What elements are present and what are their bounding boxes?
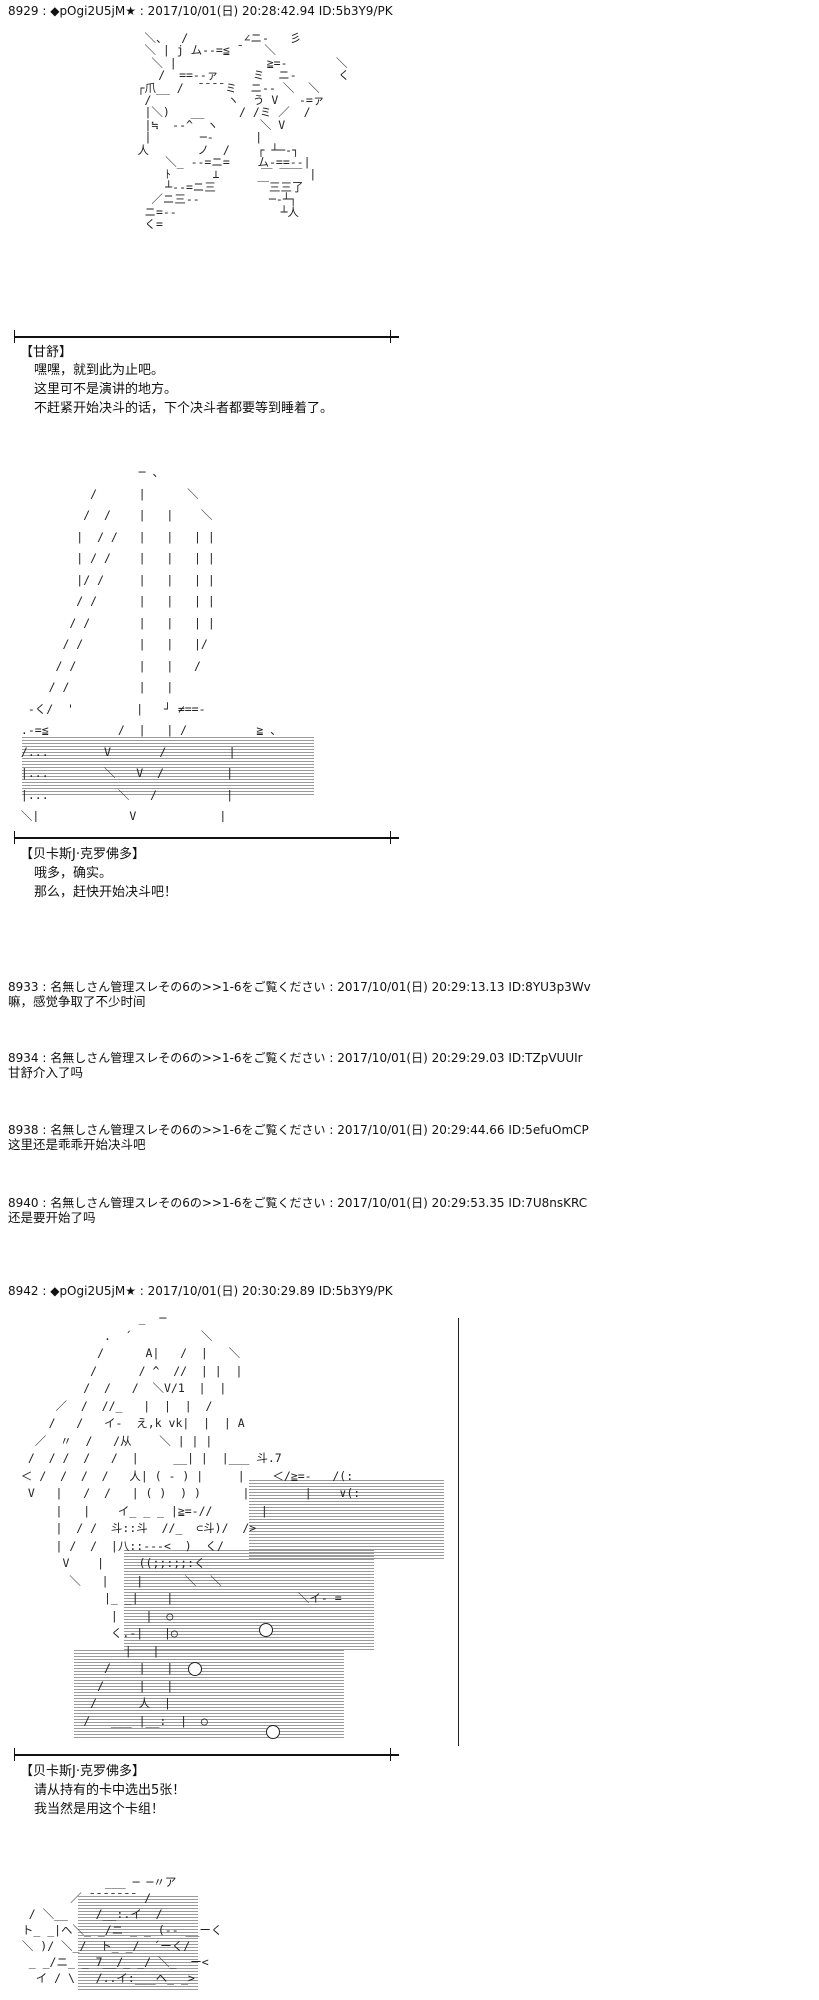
ascii-art-hatch-fill	[78, 1896, 198, 1991]
post-body-8938: 这里还是乖乖开始决斗吧	[8, 1137, 146, 1152]
dialog-line: 请从持有的卡中选出5张！	[34, 1783, 186, 1798]
speaker-name: 【贝卡斯J·克罗佛多】	[20, 1764, 145, 1779]
ascii-art-hatch-fill	[124, 1550, 374, 1650]
ascii-art-gansu: ＼、 / ∠ニ- 彡 ＼ | j ム--=≦ ̄ ＼ ＼ | ≧=- ＼ / =…	[96, 32, 356, 262]
divider-tick-right	[390, 1748, 391, 1761]
post-body-8933: 嘛，感觉争取了不少时间	[8, 994, 146, 1009]
divider-rule	[14, 1754, 399, 1756]
ascii-art-card-deck-text: ___ ─ ─〃ア ／ ̄ ̄ ̄ ̄ ̄ ̄ ̄ / / ＼__ /__:.イ…	[21, 1875, 223, 1985]
divider-tick-left	[14, 330, 15, 343]
speaker-name: 【甘舒】	[20, 345, 73, 360]
post-header-8938: 8938 : 名無しさん管理スレその6の>>1-6をご覧ください : 2017/…	[8, 1123, 589, 1137]
dialog-line: 不赶紧开始决斗的话，下个决斗者都要等到睡着了。	[34, 401, 334, 416]
post-header-8942: 8942 : ◆pOgi2U5jM★ : 2017/10/01(日) 20:30…	[8, 1284, 393, 1298]
post-body-8940: 还是要开始了吗	[8, 1210, 96, 1225]
dialog-lines: 请从持有的卡中选出5张！ 我当然是用这个卡组！	[34, 1781, 185, 1819]
post-header-8929: 8929 : ◆pOgi2U5jM★ : 2017/10/01(日) 20:28…	[8, 4, 393, 18]
speaker-name: 【贝卡斯J·克罗佛多】	[20, 847, 145, 862]
button-icon	[188, 1662, 202, 1676]
ascii-art-beckas-2: _ ─ . ´ ＼ / A| / | ＼ / / ^ // | | | / / …	[14, 1310, 464, 1750]
divider-tick-right	[390, 831, 391, 844]
ascii-art-card-deck: ___ ─ ─〃ア ／ ̄ ̄ ̄ ̄ ̄ ̄ ̄ / / ＼__ /__:.イ…	[8, 1874, 268, 2000]
ascii-art-border-line	[458, 1318, 459, 1746]
dialog-line: 哦多，确实。	[34, 866, 113, 881]
ascii-art-beckas-2-text: _ ─ . ´ ＼ / A| / | ＼ / / ^ // | | | / / …	[20, 1311, 361, 1728]
ascii-art-hatch-fill	[22, 737, 314, 797]
dialog-line: 这里可不是演讲的地方。	[34, 382, 178, 397]
divider-rule	[14, 837, 399, 839]
dialog-line: 嘿嘿，就到此为止吧。	[34, 363, 165, 378]
dialog-lines: 哦多，确实。 那么，赶快开始决斗吧！	[34, 864, 177, 902]
dialog-line: 那么，赶快开始决斗吧！	[34, 885, 178, 900]
ascii-art-hatch-fill	[249, 1480, 444, 1560]
divider-tick-left	[14, 831, 15, 844]
post-body-8934: 甘舒介入了吗	[8, 1065, 84, 1080]
dialog-line: 我当然是用这个卡组！	[34, 1802, 165, 1817]
ascii-art-gansu-text: ＼、 / ∠ニ- 彡 ＼ | j ム--=≦ ̄ ＼ ＼ | ≧=- ＼ / =…	[137, 32, 350, 232]
dialog-lines: 嘿嘿，就到此为止吧。 这里可不是演讲的地方。 不赶紧开始决斗的话，下个决斗者都要…	[34, 361, 333, 418]
ascii-art-hatch-fill	[74, 1650, 344, 1740]
post-header-8940: 8940 : 名無しさん管理スレその6の>>1-6をご覧ください : 2017/…	[8, 1196, 588, 1210]
post-header-8934: 8934 : 名無しさん管理スレその6の>>1-6をご覧ください : 2017/…	[8, 1051, 583, 1065]
button-icon	[266, 1725, 280, 1739]
divider-tick-right	[390, 330, 391, 343]
post-header-8933: 8933 : 名無しさん管理スレその6の>>1-6をご覧ください : 2017/…	[8, 980, 591, 994]
divider-rule	[14, 336, 399, 338]
ascii-art-beckas-1: ─ 、 / | ＼ / / | | ＼ | / / | | | | | / / …	[14, 462, 324, 822]
divider-tick-left	[14, 1748, 15, 1761]
ascii-art-beckas-1-text: ─ 、 / | ＼ / / | | ＼ | / / | | | | | / / …	[20, 465, 282, 822]
button-icon	[259, 1623, 273, 1637]
